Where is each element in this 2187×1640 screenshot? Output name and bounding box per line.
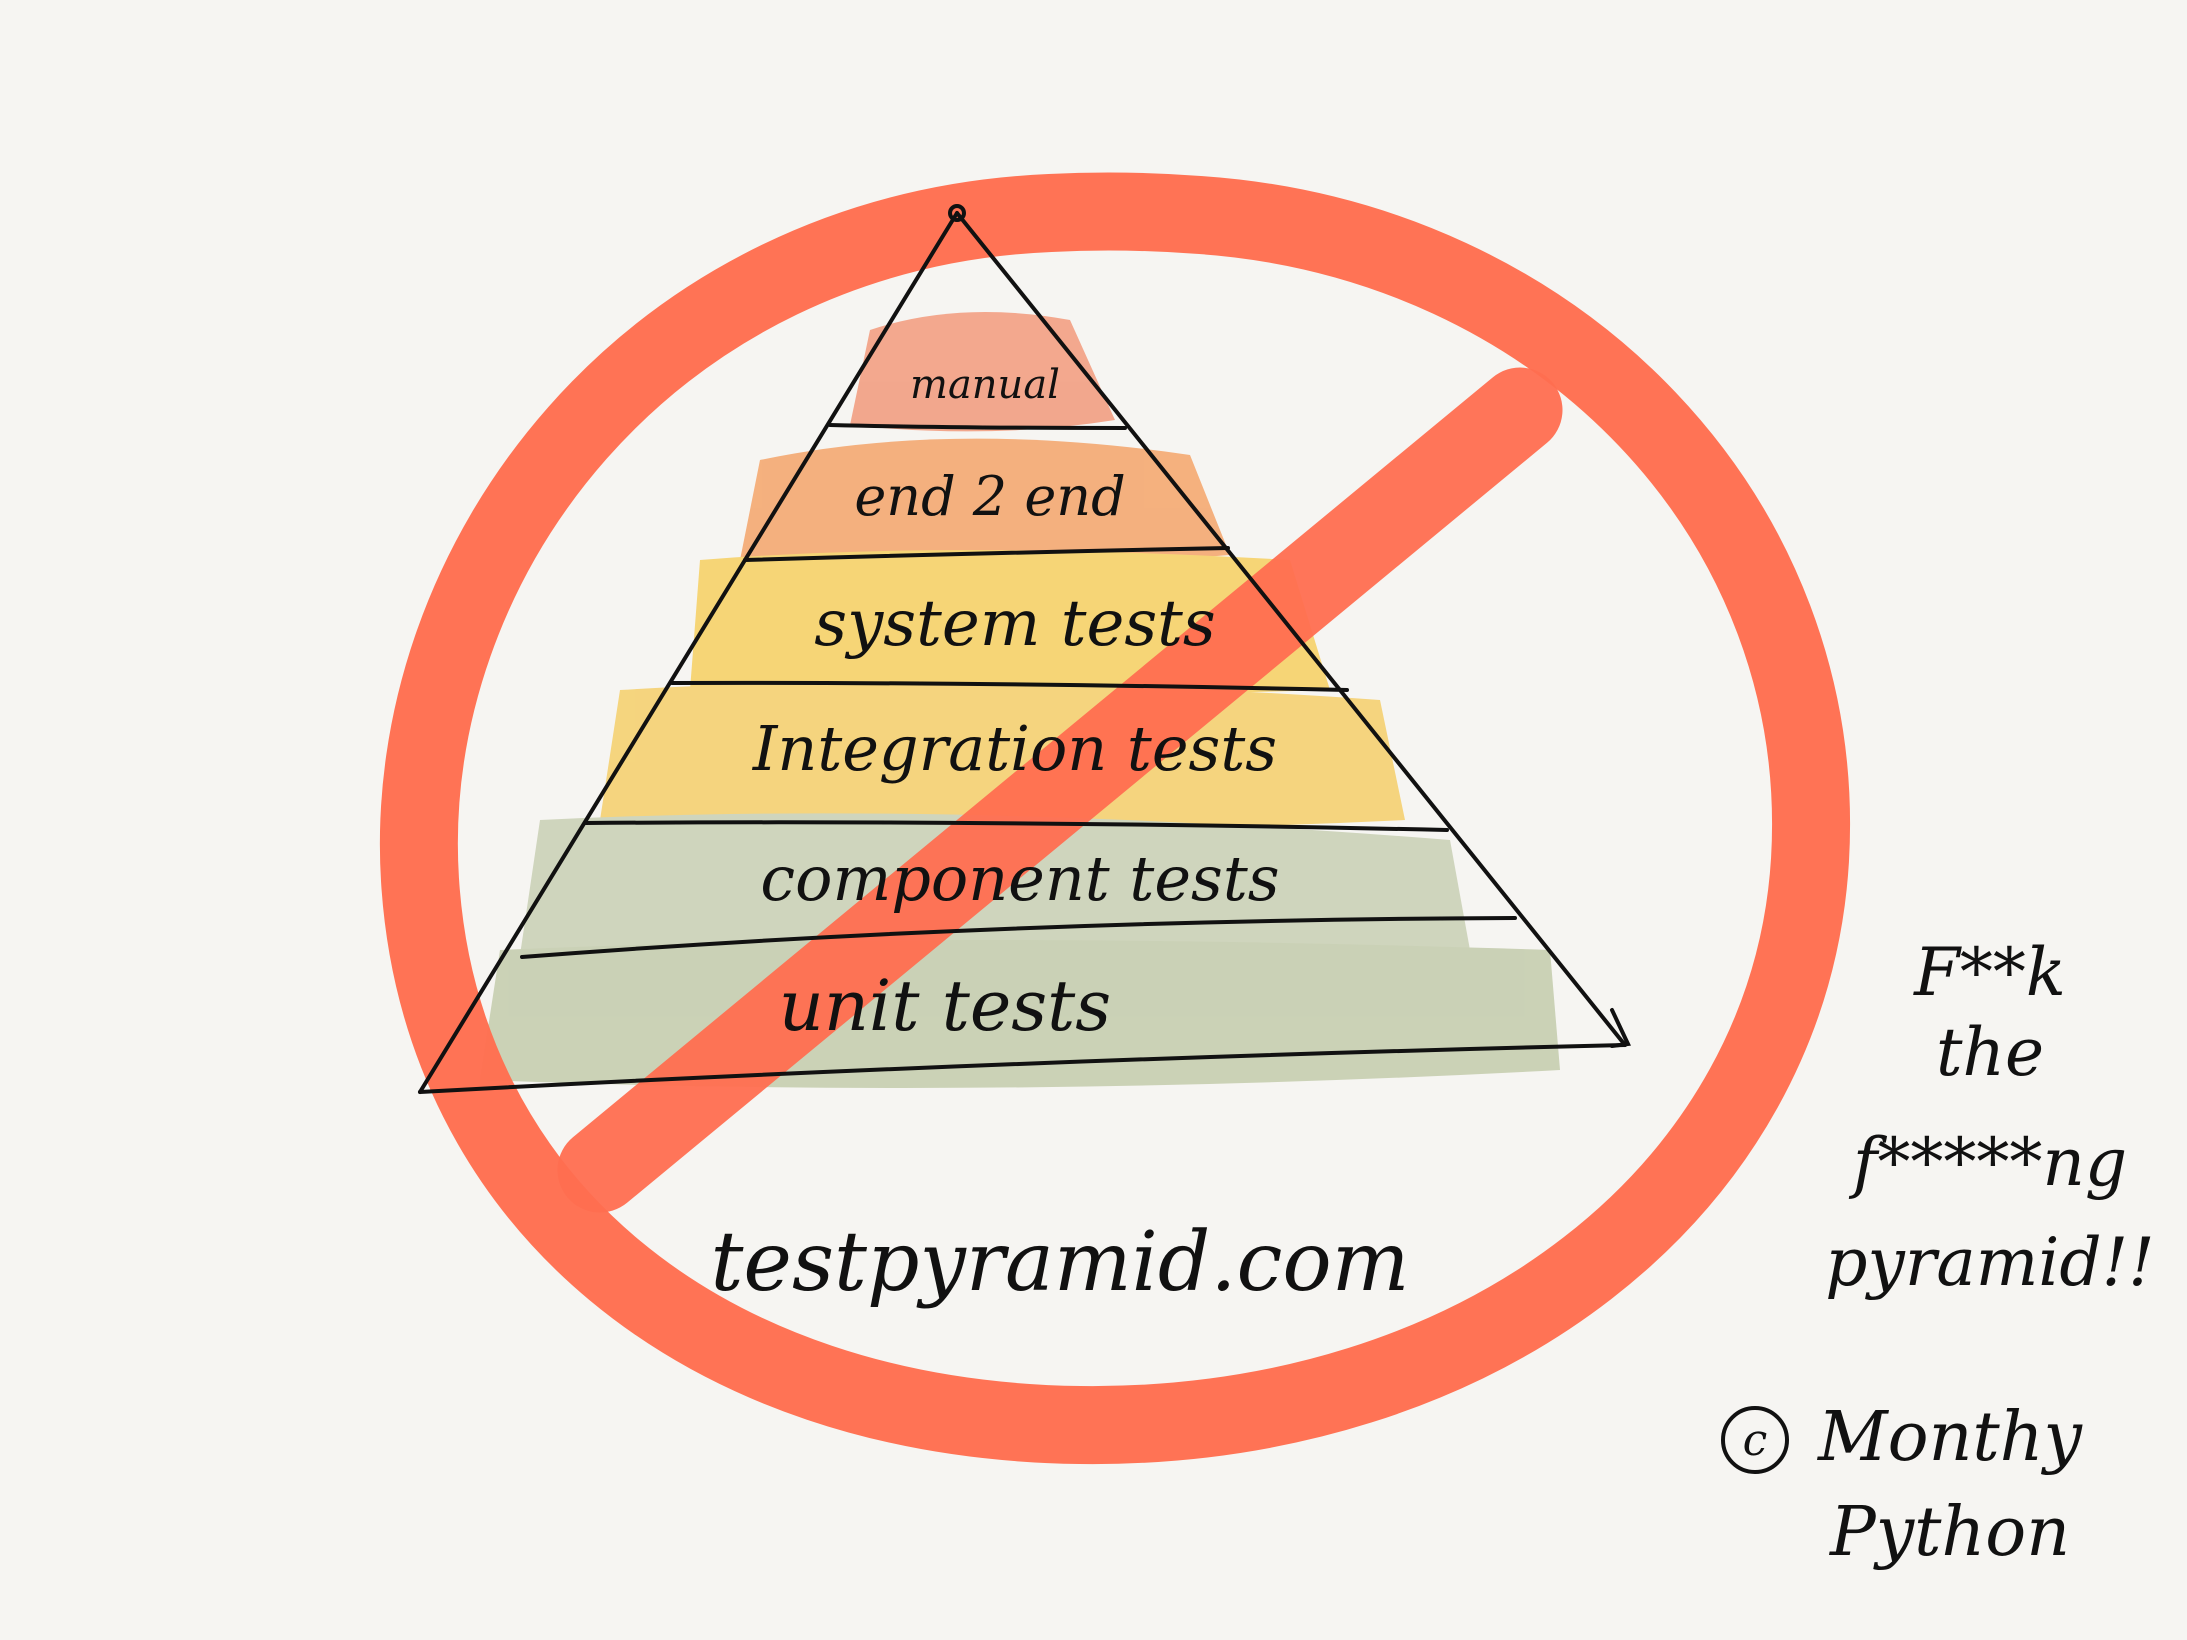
pyramid-base-right-corner	[1610, 1008, 1631, 1048]
divider-2	[743, 546, 1230, 562]
layer-washes	[480, 312, 1560, 1088]
credit: c Monthy Python	[1721, 1398, 2084, 1572]
credit-line-1: Monthy	[1816, 1398, 2083, 1477]
website-text: testpyramid.com	[710, 1215, 1409, 1310]
side-note-line-4: pyramid!!	[1825, 1224, 2154, 1301]
layer-labels: manual end 2 end system tests Integratio…	[752, 362, 1280, 1047]
copyright-circle	[1721, 1406, 1789, 1474]
wash-end-2-end	[740, 438, 1230, 567]
pyramid-outline	[418, 204, 1631, 1094]
divider-4	[584, 820, 1449, 832]
layer-label-end-2-end: end 2 end	[854, 465, 1125, 528]
prohibition-circle	[379, 172, 1851, 1465]
prohibition-slash	[557, 367, 1563, 1213]
pyramid-right-edge	[955, 211, 1627, 1047]
layer-label-unit-tests: unit tests	[779, 965, 1111, 1047]
wash-manual	[850, 312, 1115, 432]
divider-5	[520, 916, 1517, 959]
side-note-line-3: f*****ng	[1848, 1124, 2127, 1201]
pyramid-left-edge	[418, 211, 959, 1094]
copyright-letter: c	[1743, 1415, 1768, 1466]
layer-label-system-tests: system tests	[814, 587, 1215, 661]
pyramid-base	[418, 1043, 1627, 1094]
side-note-line-1: F**k	[1913, 934, 2066, 1011]
side-note: F**k the f*****ng pyramid!!	[1825, 934, 2154, 1301]
layer-label-integration-tests: Integration tests	[752, 712, 1277, 785]
divider-3	[670, 680, 1349, 692]
side-note-line-2: the	[1936, 1014, 2044, 1091]
divider-1	[828, 423, 1127, 430]
prohibition-sign	[379, 172, 1851, 1465]
credit-line-2: Python	[1828, 1493, 2070, 1572]
layer-label-component-tests: component tests	[760, 842, 1279, 915]
pyramid-apex	[948, 204, 966, 222]
layer-label-manual: manual	[910, 362, 1060, 408]
